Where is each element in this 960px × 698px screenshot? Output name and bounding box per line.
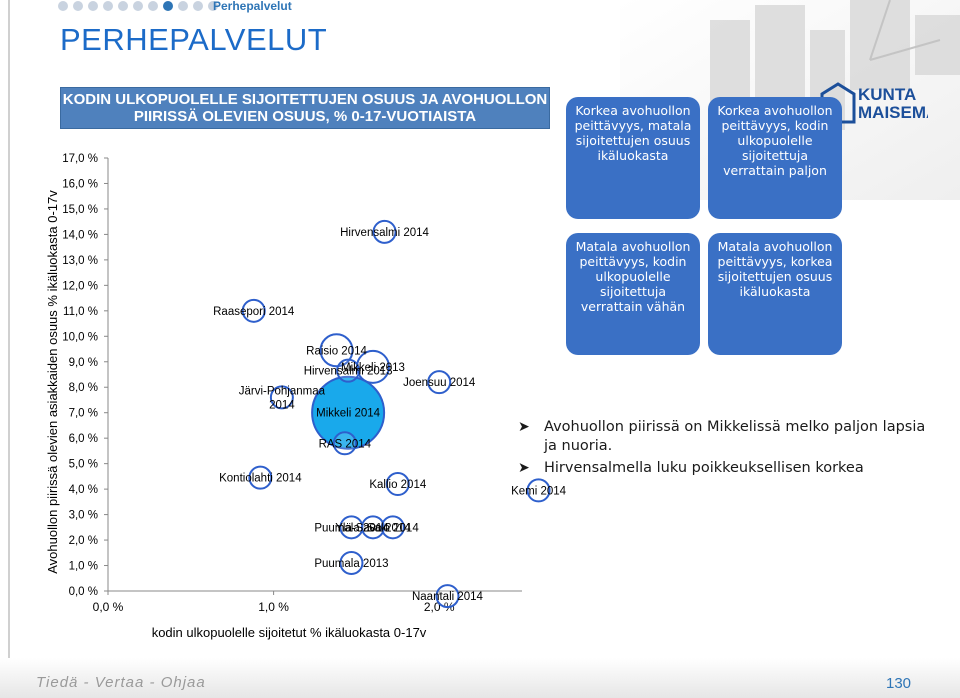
point-label: Hirvensalmi 2014 [340,227,429,239]
y-tick-label: 15,0 % [62,204,98,216]
y-tick-label: 8,0 % [69,382,98,394]
y-tick-label: 16,0 % [62,178,98,190]
nav-dot[interactable] [163,1,173,11]
data-bubble [372,219,397,244]
point-label: Raisio 2014 [306,345,367,357]
quadrant-low-high: Matala avohuollon peittävyys, korkea sij… [708,233,842,355]
arrow-bullet-icon: ➤ [518,460,530,476]
point-label: Puumala 2014 [314,522,389,534]
logo-line2: MAISEMA [858,103,928,122]
y-tick-label: 5,0 % [69,459,98,471]
y-tick-label: 6,0 % [69,433,98,445]
y-tick-label: 0,0 % [69,586,98,598]
nav-dot[interactable] [148,1,158,11]
footer-tagline: Tiedä - Vertaa - Ohjaa [36,674,206,691]
y-tick-label: 10,0 % [62,331,98,343]
point-label: Ylä-Savo 2014 [335,522,411,534]
bullet-list: ➤ Avohuollon piirissä on Mikkelissä melk… [518,418,938,481]
y-tick-label: 7,0 % [69,408,98,420]
data-bubble [385,472,410,497]
nav-dot[interactable] [118,1,128,11]
y-tick-label: 11,0 % [63,306,98,318]
data-bubble [380,515,405,540]
point-label: Naantali 2014 [412,591,484,603]
y-axis-label: Avohuollon piirissä olevien asiakkaiden … [45,190,60,574]
chart-title: KODIN ULKOPUOLELLE SIJOITETTUJEN OSUUS J… [61,91,549,125]
point-label: Kemi 2014 [511,485,567,497]
point-label: Järvi-Pohjanmaa [239,385,326,397]
data-bubble [336,358,361,383]
data-bubble [339,550,364,575]
footer-bar: Tiedä - Vertaa - Ohjaa [0,658,960,698]
point-label: Hirvensalmi 2013 [304,366,393,378]
bullet-item: ➤ Hirvensalmella luku poikkeuksellisen k… [518,459,938,478]
bullet-item: ➤ Avohuollon piirissä on Mikkelissä melk… [518,418,938,456]
point-label: Raasepori 2014 [213,306,295,318]
chart-title-line-1: KODIN ULKOPUOLELLE SIJOITETTUJEN OSUUS J… [62,91,548,108]
data-bubble [427,370,452,395]
point-label: Kontiolahti 2014 [219,473,302,485]
data-bubble [526,478,551,503]
nav-dot[interactable] [208,1,218,11]
point-label: Salo 2014 [367,522,419,534]
y-tick-label: 4,0 % [69,484,98,496]
quadrant-low-low: Matala avohuollon peittävyys, kodin ulko… [566,233,700,355]
quadrant-high-high: Korkea avohuollon peittävyys, kodin ulko… [708,97,842,219]
bullet-text: Hirvensalmella luku poikkeuksellisen kor… [544,460,864,476]
point-label: RAS 2014 [319,438,372,450]
data-bubble [269,385,294,410]
point-label: Mikkeli 2013 [341,362,405,374]
point-label: 2014 [269,399,295,411]
x-tick-label: 1,0 % [258,600,289,614]
bullet-text: Avohuollon piirissä on Mikkelissä melko … [544,419,926,454]
point-label: Mikkeli 2014 [316,408,381,420]
nav-dot[interactable] [58,1,68,11]
data-bubble [355,349,390,384]
point-label: Joensuu 2014 [403,377,476,389]
y-tick-label: 12,0 % [62,280,98,292]
y-tick-label: 3,0 % [69,510,98,522]
data-bubble [332,431,357,456]
y-tick-label: 13,0 % [62,255,98,267]
point-label: Kallio 2014 [369,479,427,491]
nav-dot[interactable] [73,1,83,11]
data-bubble [248,465,273,490]
data-bubble [311,375,386,450]
logo-line1: KUNTA [858,85,916,104]
page-number: 130 [886,675,912,692]
kuntamaisema-logo: KUNTA MAISEMA [820,82,928,124]
nav-dot[interactable] [193,1,203,11]
breadcrumb[interactable]: Perhepalvelut [213,0,292,13]
chart-title-line-2: PIIRISSÄ OLEVIEN OSUUS, % 0-17-VUOTIAIST… [133,108,477,125]
y-tick-label: 2,0 % [69,535,98,547]
x-tick-label: 2,0 % [424,600,455,614]
data-bubble [360,515,385,540]
x-tick-label: 0,0 % [93,600,124,614]
nav-dot[interactable] [88,1,98,11]
quadrant-high-low: Korkea avohuollon peittävyys, matala sij… [566,97,700,219]
y-tick-label: 9,0 % [69,357,98,369]
data-bubble [435,584,460,609]
slide-navigation-dots[interactable] [58,1,218,11]
point-label: Puumala 2013 [314,558,388,570]
x-axis-label: kodin ulkopuolelle sijoitetut % ikäluoka… [152,625,427,640]
nav-dot[interactable] [178,1,188,11]
y-tick-label: 14,0 % [62,229,98,241]
nav-dot[interactable] [103,1,113,11]
data-bubble [319,333,354,368]
left-edge-line [8,0,10,690]
data-bubble [241,298,266,323]
chart-title-box: KODIN ULKOPUOLELLE SIJOITETTUJEN OSUUS J… [60,87,550,129]
page-title: PERHEPALVELUT [60,22,328,57]
y-tick-label: 1,0 % [69,561,98,573]
arrow-bullet-icon: ➤ [518,419,530,435]
nav-dot[interactable] [133,1,143,11]
y-tick-label: 17,0 % [62,153,98,165]
